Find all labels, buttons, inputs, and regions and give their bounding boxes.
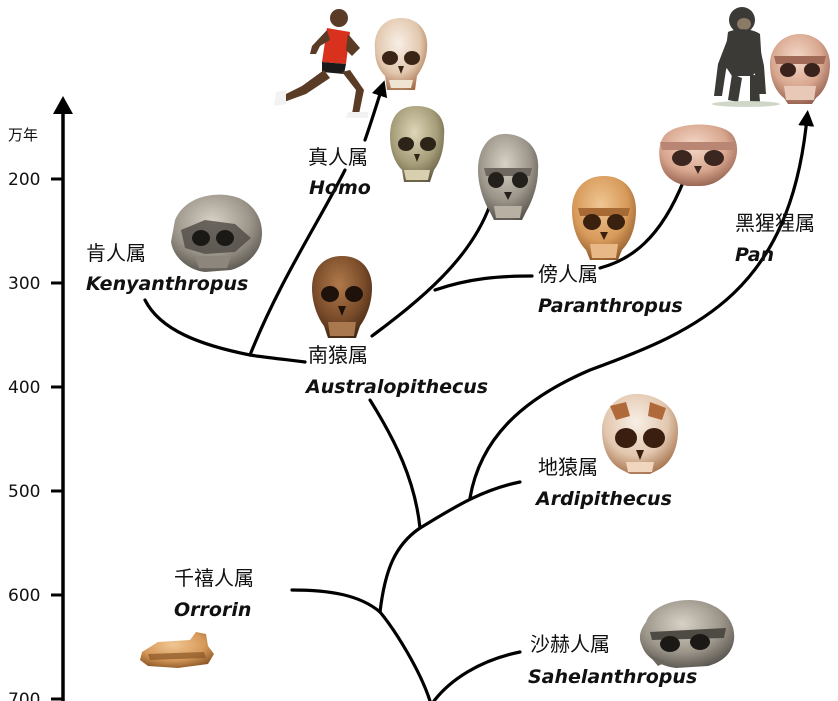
branch-paranthropus — [433, 274, 534, 292]
genus-name-cn: 傍人属 — [538, 262, 598, 286]
time-axis: 万年 200 300 400 500 600 700 — [8, 96, 73, 701]
skull-icon — [602, 393, 678, 474]
chimpanzee-icon — [712, 7, 780, 107]
skull-icon — [478, 133, 539, 220]
skull-icon — [770, 34, 830, 104]
branch-homo-arrow — [363, 80, 388, 142]
genus-name-latin: Paranthropus — [538, 295, 683, 317]
genus-name-cn: 千禧人属 — [174, 566, 254, 590]
genus-label-sahelanthropus: 沙赫人属 Sahelanthropus — [528, 632, 697, 688]
genus-label-orrorin: 千禧人属 Orrorin — [174, 566, 254, 621]
branch-australo-link — [248, 353, 307, 364]
skull-icon — [312, 256, 372, 338]
genus-name-cn: 沙赫人属 — [530, 632, 610, 656]
skull-icon — [374, 18, 428, 90]
skull-icon — [659, 124, 738, 186]
branch-australopithecus — [368, 398, 422, 530]
branch-kenyanthropus — [143, 298, 252, 357]
branch-root — [378, 610, 432, 701]
branch-homo — [248, 168, 347, 357]
branch-main-stem — [378, 526, 422, 614]
tree-branches — [143, 80, 815, 701]
genus-name-latin: Homo — [309, 177, 371, 199]
branch-paranthropus-boisei — [598, 178, 686, 270]
genus-name-cn: 肯人属 — [86, 241, 146, 265]
genus-label-ardipithecus: 地猿属 Ardipithecus — [534, 455, 672, 510]
genus-name-latin: Australopithecus — [304, 376, 488, 398]
axis-unit-label: 万年 — [8, 126, 38, 144]
axis-tick-label: 600 — [8, 586, 40, 606]
genus-label-paranthropus: 傍人属 Paranthropus — [538, 262, 683, 317]
branch-ardipithecus — [418, 480, 522, 530]
skull-icon — [639, 600, 735, 668]
genus-name-latin: Ardipithecus — [534, 488, 672, 510]
genus-name-cn: 黑猩猩属 — [735, 211, 815, 235]
axis-tick-label: 500 — [8, 482, 40, 502]
genus-label-australopithecus: 南猿属 Australopithecus — [304, 343, 488, 398]
axis-tick-label: 400 — [8, 378, 40, 398]
branch-orrorin — [290, 588, 382, 614]
genus-label-homo: 真人属 Homo — [308, 145, 371, 199]
axis-tick-label: 700 — [8, 690, 40, 701]
branch-paranthropus-upper — [370, 203, 492, 338]
skull-icon — [572, 176, 636, 260]
genus-name-cn: 真人属 — [308, 145, 368, 169]
genus-name-latin: Sahelanthropus — [528, 666, 697, 688]
skull-icon — [390, 106, 445, 182]
axis-arrow-icon — [53, 96, 73, 114]
skull-icon — [171, 194, 263, 272]
genus-name-cn: 南猿属 — [308, 343, 368, 367]
branch-pan — [468, 110, 815, 500]
genus-name-cn: 地猿属 — [538, 455, 598, 479]
genus-name-latin: Pan — [735, 244, 774, 266]
axis-tick-label: 300 — [8, 274, 40, 294]
running-human-icon — [274, 9, 368, 118]
genus-label-kenyanthropus: 肯人属 Kenyanthropus — [86, 241, 248, 295]
fossil-fragment-icon — [140, 632, 214, 668]
branch-sahelanthropus — [432, 650, 522, 701]
axis-tick-label: 200 — [8, 170, 40, 190]
genus-name-latin: Kenyanthropus — [86, 273, 248, 295]
genus-name-latin: Orrorin — [174, 599, 251, 621]
genus-label-pan: 黑猩猩属 Pan — [735, 211, 815, 266]
